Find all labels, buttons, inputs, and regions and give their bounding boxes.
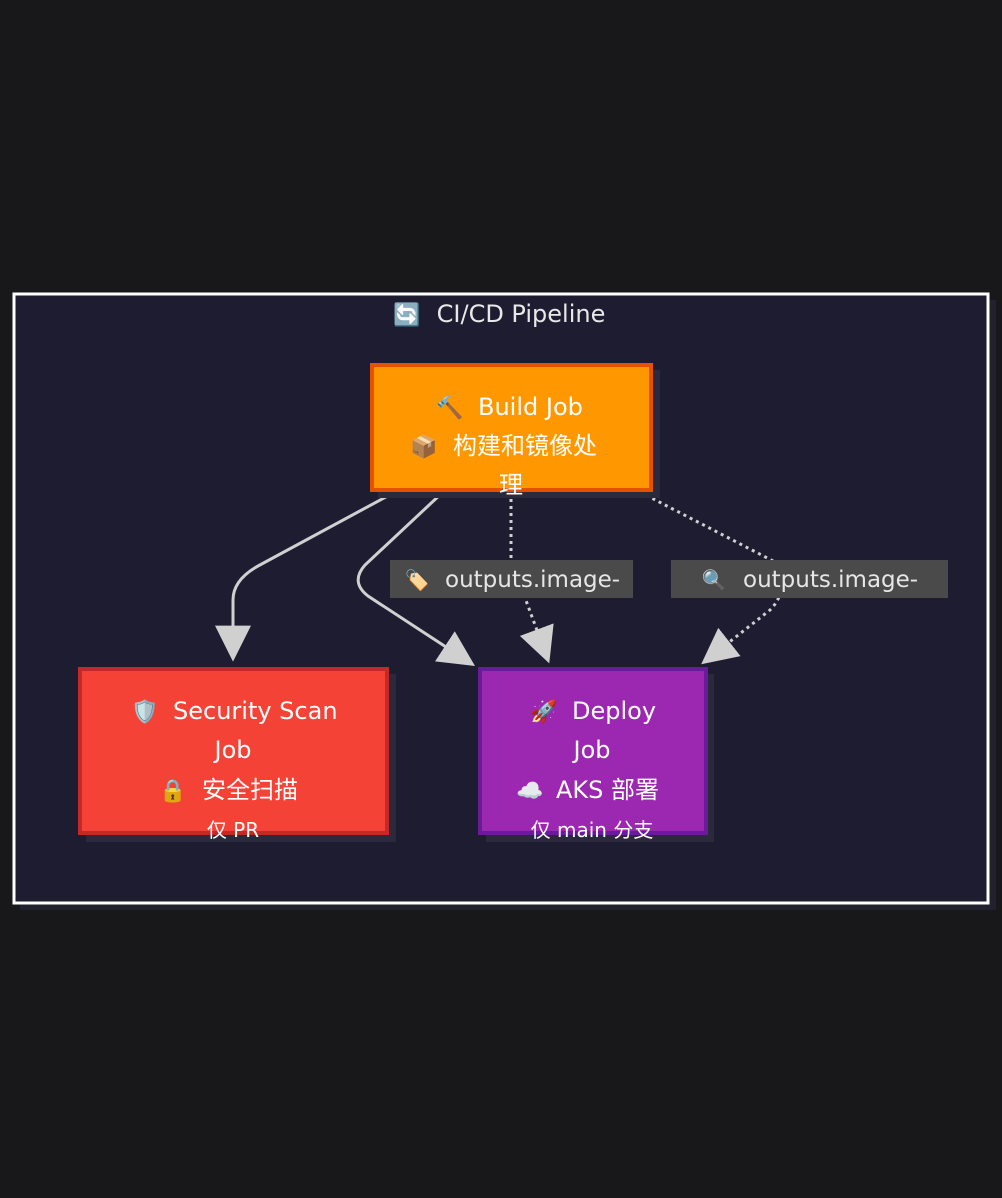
node-security-condition: 仅 PR	[207, 818, 259, 842]
cluster-title: CI/CD Pipeline	[437, 300, 606, 328]
edges	[215, 490, 783, 666]
rocket-icon: 🚀	[530, 699, 557, 725]
cluster-icon: 🔄	[393, 302, 420, 328]
node-build-desc: 构建和镜像处	[453, 432, 597, 460]
node-build-title: Build Job	[478, 393, 583, 421]
magnifier-icon: 🔍	[702, 567, 727, 592]
node-security-title-cont: Job	[213, 736, 252, 764]
edge-build-to-deploy-tag	[509, 492, 554, 664]
edge-label-digest: 🔍 outputs.image-	[671, 560, 948, 598]
edge-build-to-deploy-digest	[639, 490, 783, 665]
edge-build-to-security	[215, 490, 396, 662]
node-deploy-job[interactable]: 🚀 Deploy Job ☁️ AKS 部署 仅 main 分支	[478, 667, 714, 842]
node-deploy-title-cont: Job	[572, 736, 611, 764]
shield-icon: 🛡️	[131, 699, 158, 725]
node-deploy-box[interactable]	[478, 667, 708, 835]
tag-icon: 🏷️	[405, 568, 430, 592]
cloud-icon: ☁️	[516, 779, 543, 804]
edge-label-tag-bg	[390, 560, 633, 598]
edge-label-tag: 🏷️ outputs.image-	[390, 560, 633, 598]
node-security-scan-job[interactable]: 🛡️ Security Scan Job 🔒 安全扫描 仅 PR	[78, 667, 396, 842]
node-security-desc: 安全扫描	[202, 776, 298, 804]
edge-build-to-deploy	[356, 490, 476, 666]
node-build-job-box[interactable]	[370, 363, 653, 492]
edge-label-digest-text: outputs.image-	[743, 567, 918, 593]
hammer-icon: 🔨	[436, 395, 463, 421]
node-deploy-condition: 仅 main 分支	[531, 818, 654, 842]
node-build-job[interactable]: 🔨 Build Job 📦 构建和镜像处 理	[370, 363, 660, 499]
node-deploy-desc: AKS 部署	[556, 776, 659, 804]
node-security-box[interactable]	[78, 667, 389, 835]
node-build-desc-cont: 理	[499, 471, 523, 499]
edge-label-digest-bg	[671, 560, 948, 598]
package-icon: 📦	[410, 434, 437, 460]
edge-label-tag-text: outputs.image-	[445, 567, 620, 593]
lock-icon: 🔒	[159, 779, 186, 804]
node-deploy-title: Deploy	[572, 697, 656, 725]
node-security-title: Security Scan	[173, 697, 338, 725]
